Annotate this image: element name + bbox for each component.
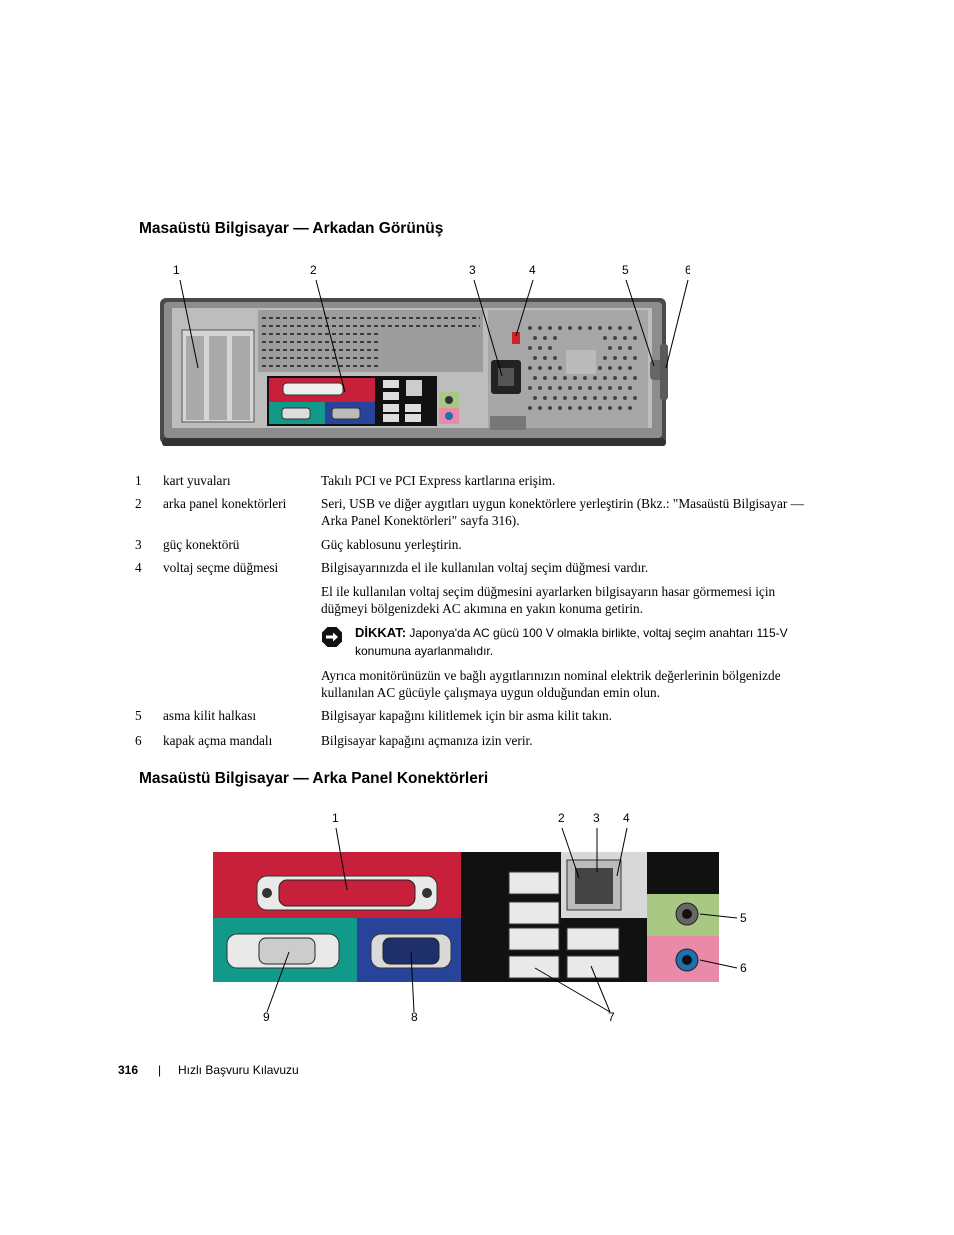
usb-port	[508, 901, 560, 925]
usb-port	[508, 927, 560, 951]
callout-1: 1	[173, 263, 180, 277]
usb-port	[508, 871, 560, 895]
callout-5: 5	[622, 263, 629, 277]
footer-title: Hızlı Başvuru Kılavuzu	[178, 1063, 299, 1077]
usb-port	[566, 955, 620, 979]
cover-release-latch	[660, 344, 668, 400]
callout-3: 3	[593, 811, 600, 825]
caution-icon	[322, 627, 342, 647]
caution-label: DİKKAT:	[355, 625, 407, 640]
voltage-switch	[512, 332, 520, 344]
callout-9: 9	[263, 1010, 270, 1024]
usb-port	[508, 955, 560, 979]
rear-view-figure: 1 2 3 4 5 6	[160, 263, 690, 446]
padlock-ring	[650, 360, 662, 380]
callout-5: 5	[740, 911, 747, 925]
back-panel-figure: 1 2 3 4 5 6 9 8 7	[213, 811, 747, 1024]
caution-text: Japonya'da AC gücü 100 V olmakla birlikt…	[355, 626, 788, 658]
callout-2: 2	[558, 811, 565, 825]
callout-7: 7	[608, 1010, 615, 1024]
callout-2: 2	[310, 263, 317, 277]
callout-3: 3	[469, 263, 476, 277]
section-heading-rear-view: Masaüstü Bilgisayar — Arkadan Görünüş	[139, 220, 444, 237]
callout-1: 1	[332, 811, 339, 825]
usb-port	[566, 927, 620, 951]
monitor-note: Ayrıca monitörünüzün ve bağlı aygıtların…	[321, 668, 781, 700]
page-number: 316	[118, 1063, 139, 1077]
section-heading-back-panel: Masaüstü Bilgisayar — Arka Panel Konektö…	[139, 770, 489, 787]
voltage-note: El ile kullanılan voltaj seçim düğmesini…	[321, 584, 776, 616]
callout-4: 4	[623, 811, 630, 825]
callout-4: 4	[529, 263, 536, 277]
callout-8: 8	[411, 1010, 418, 1024]
footer-separator: |	[158, 1063, 162, 1077]
callout-6: 6	[740, 961, 747, 975]
callout-6: 6	[685, 263, 690, 277]
